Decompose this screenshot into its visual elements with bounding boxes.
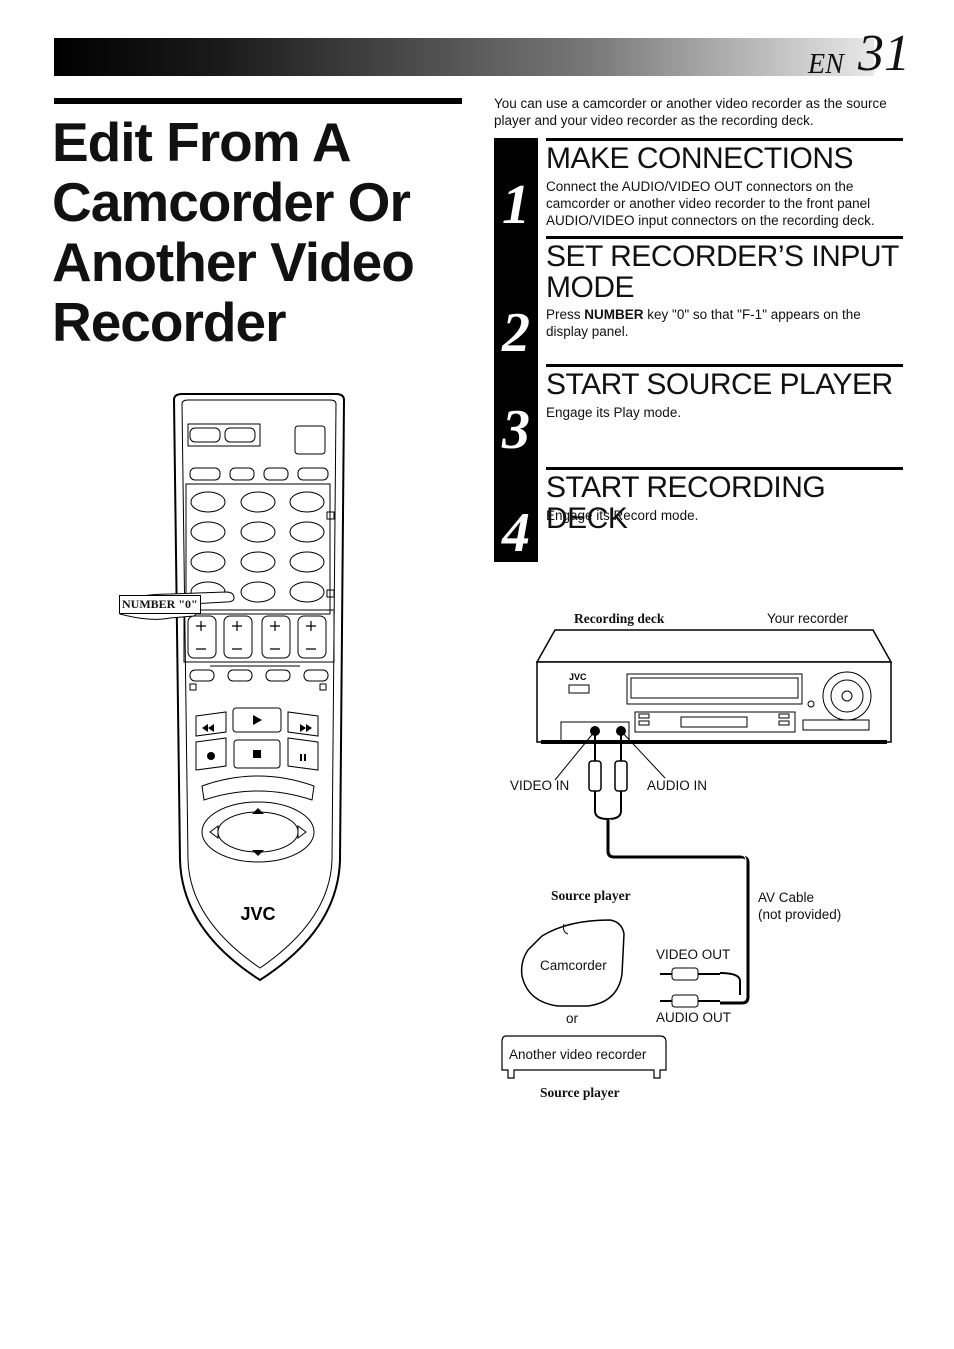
av-cable-illustration [588, 727, 750, 1008]
step-body-1: Connect the AUDIO/VIDEO OUT connectors o… [546, 179, 875, 228]
remote-brand-logo: JVC [240, 904, 275, 924]
video-out-label: VIDEO OUT [656, 947, 731, 962]
header-bar [54, 38, 874, 76]
power-button [294, 425, 326, 455]
step-number-1: 1 [502, 174, 530, 236]
audio-in-label: AUDIO IN [647, 778, 708, 793]
step-rule-2 [546, 236, 903, 239]
step-number-3: 3 [502, 399, 530, 461]
step-number-4: 4 [502, 502, 530, 564]
step-rule-3 [546, 364, 903, 367]
page-title: Edit From A Camcorder Or Another Video R… [52, 111, 415, 353]
step-body-3: Engage its Play mode. [546, 405, 682, 420]
another-vcr-illustration [501, 1035, 667, 1079]
remote-control-illustration: JVC [119, 393, 346, 982]
or-label: or [566, 1011, 579, 1026]
audio-out-label: AUDIO OUT [656, 1010, 732, 1025]
number-0-callout: NUMBER "0" [119, 595, 201, 614]
step-body-2: Press NUMBER key "0" so that "F-1" appea… [546, 307, 861, 339]
av-cable-label: AV Cable [758, 890, 815, 905]
page-number: 31 [858, 25, 910, 82]
camcorder-label: Camcorder [540, 958, 607, 973]
language-label: EN [808, 49, 844, 80]
camcorder-illustration [520, 919, 625, 1007]
deck-brand-logo: JVC [569, 672, 587, 682]
step-heading-4: START RECORDING DECK [546, 471, 826, 535]
number-key-label: NUMBER [584, 307, 644, 322]
step-number-2: 2 [502, 302, 530, 364]
step-rule-4 [546, 467, 903, 470]
recording-deck-label: Recording deck [574, 611, 665, 626]
step-body-4: Engage its Record mode. [546, 508, 699, 523]
source-player-label-top: Source player [551, 888, 631, 903]
your-recorder-label: Your recorder [767, 611, 849, 626]
step-number-column [494, 138, 538, 562]
another-vcr-label: Another video recorder [509, 1047, 647, 1062]
not-provided-label: (not provided) [758, 907, 842, 922]
title-rule [54, 98, 462, 104]
step-heading-2: SET RECORDER’S INPUT MODE [546, 240, 899, 304]
source-player-label-bottom: Source player [540, 1085, 620, 1100]
step-heading-3: START SOURCE PLAYER [546, 368, 893, 401]
step-rule-1 [546, 138, 903, 141]
intro-text: You can use a camcorder or another video… [494, 96, 887, 128]
video-in-label: VIDEO IN [510, 778, 570, 793]
step-heading-1: MAKE CONNECTIONS [546, 142, 854, 175]
